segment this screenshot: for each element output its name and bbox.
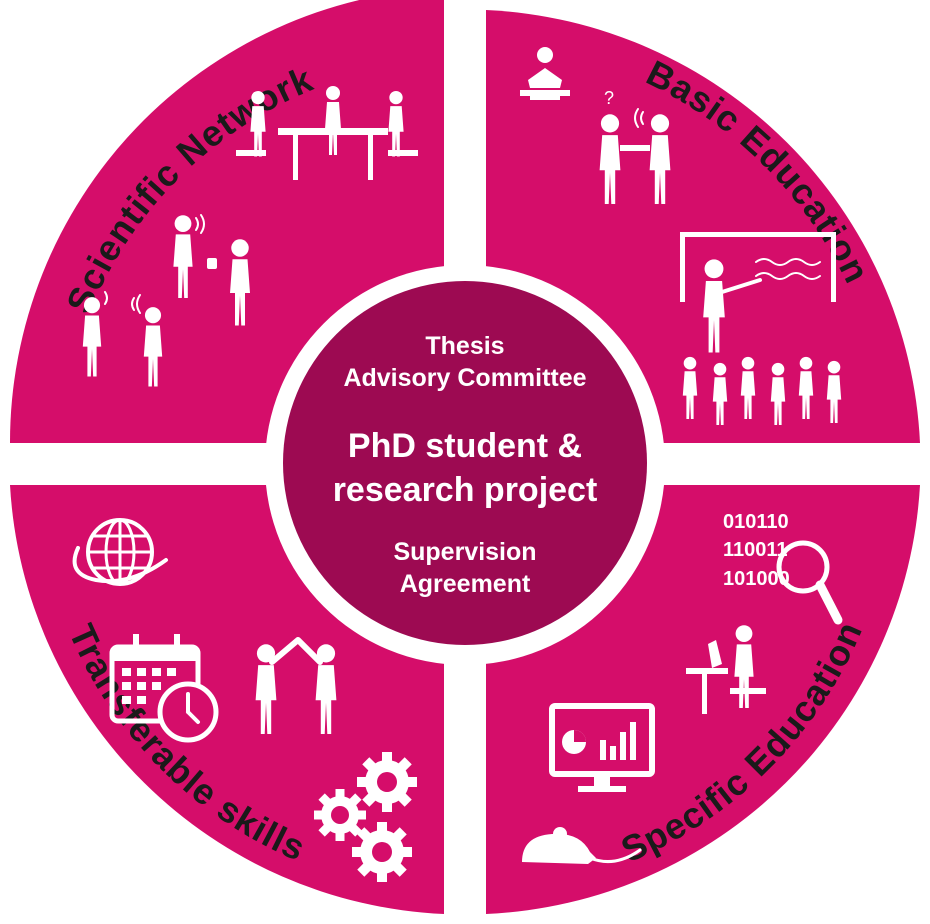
binary-line-2: 110011 xyxy=(723,539,788,561)
binary-line-1: 010110 xyxy=(723,511,789,533)
agreement-line: Agreement xyxy=(280,568,650,600)
phd-project-label: PhD student & research project xyxy=(280,424,650,512)
supervision-agreement-label: Supervision Agreement xyxy=(280,536,650,600)
research-project-line: research project xyxy=(280,468,650,512)
supervision-line: Supervision xyxy=(280,536,650,568)
thesis-committee-label: Thesis Advisory Committee xyxy=(280,330,650,394)
phd-student-line: PhD student & xyxy=(280,424,650,468)
thesis-line: Thesis xyxy=(280,330,650,362)
question-mark: ? xyxy=(604,88,614,108)
advisory-committee-line: Advisory Committee xyxy=(280,362,650,394)
